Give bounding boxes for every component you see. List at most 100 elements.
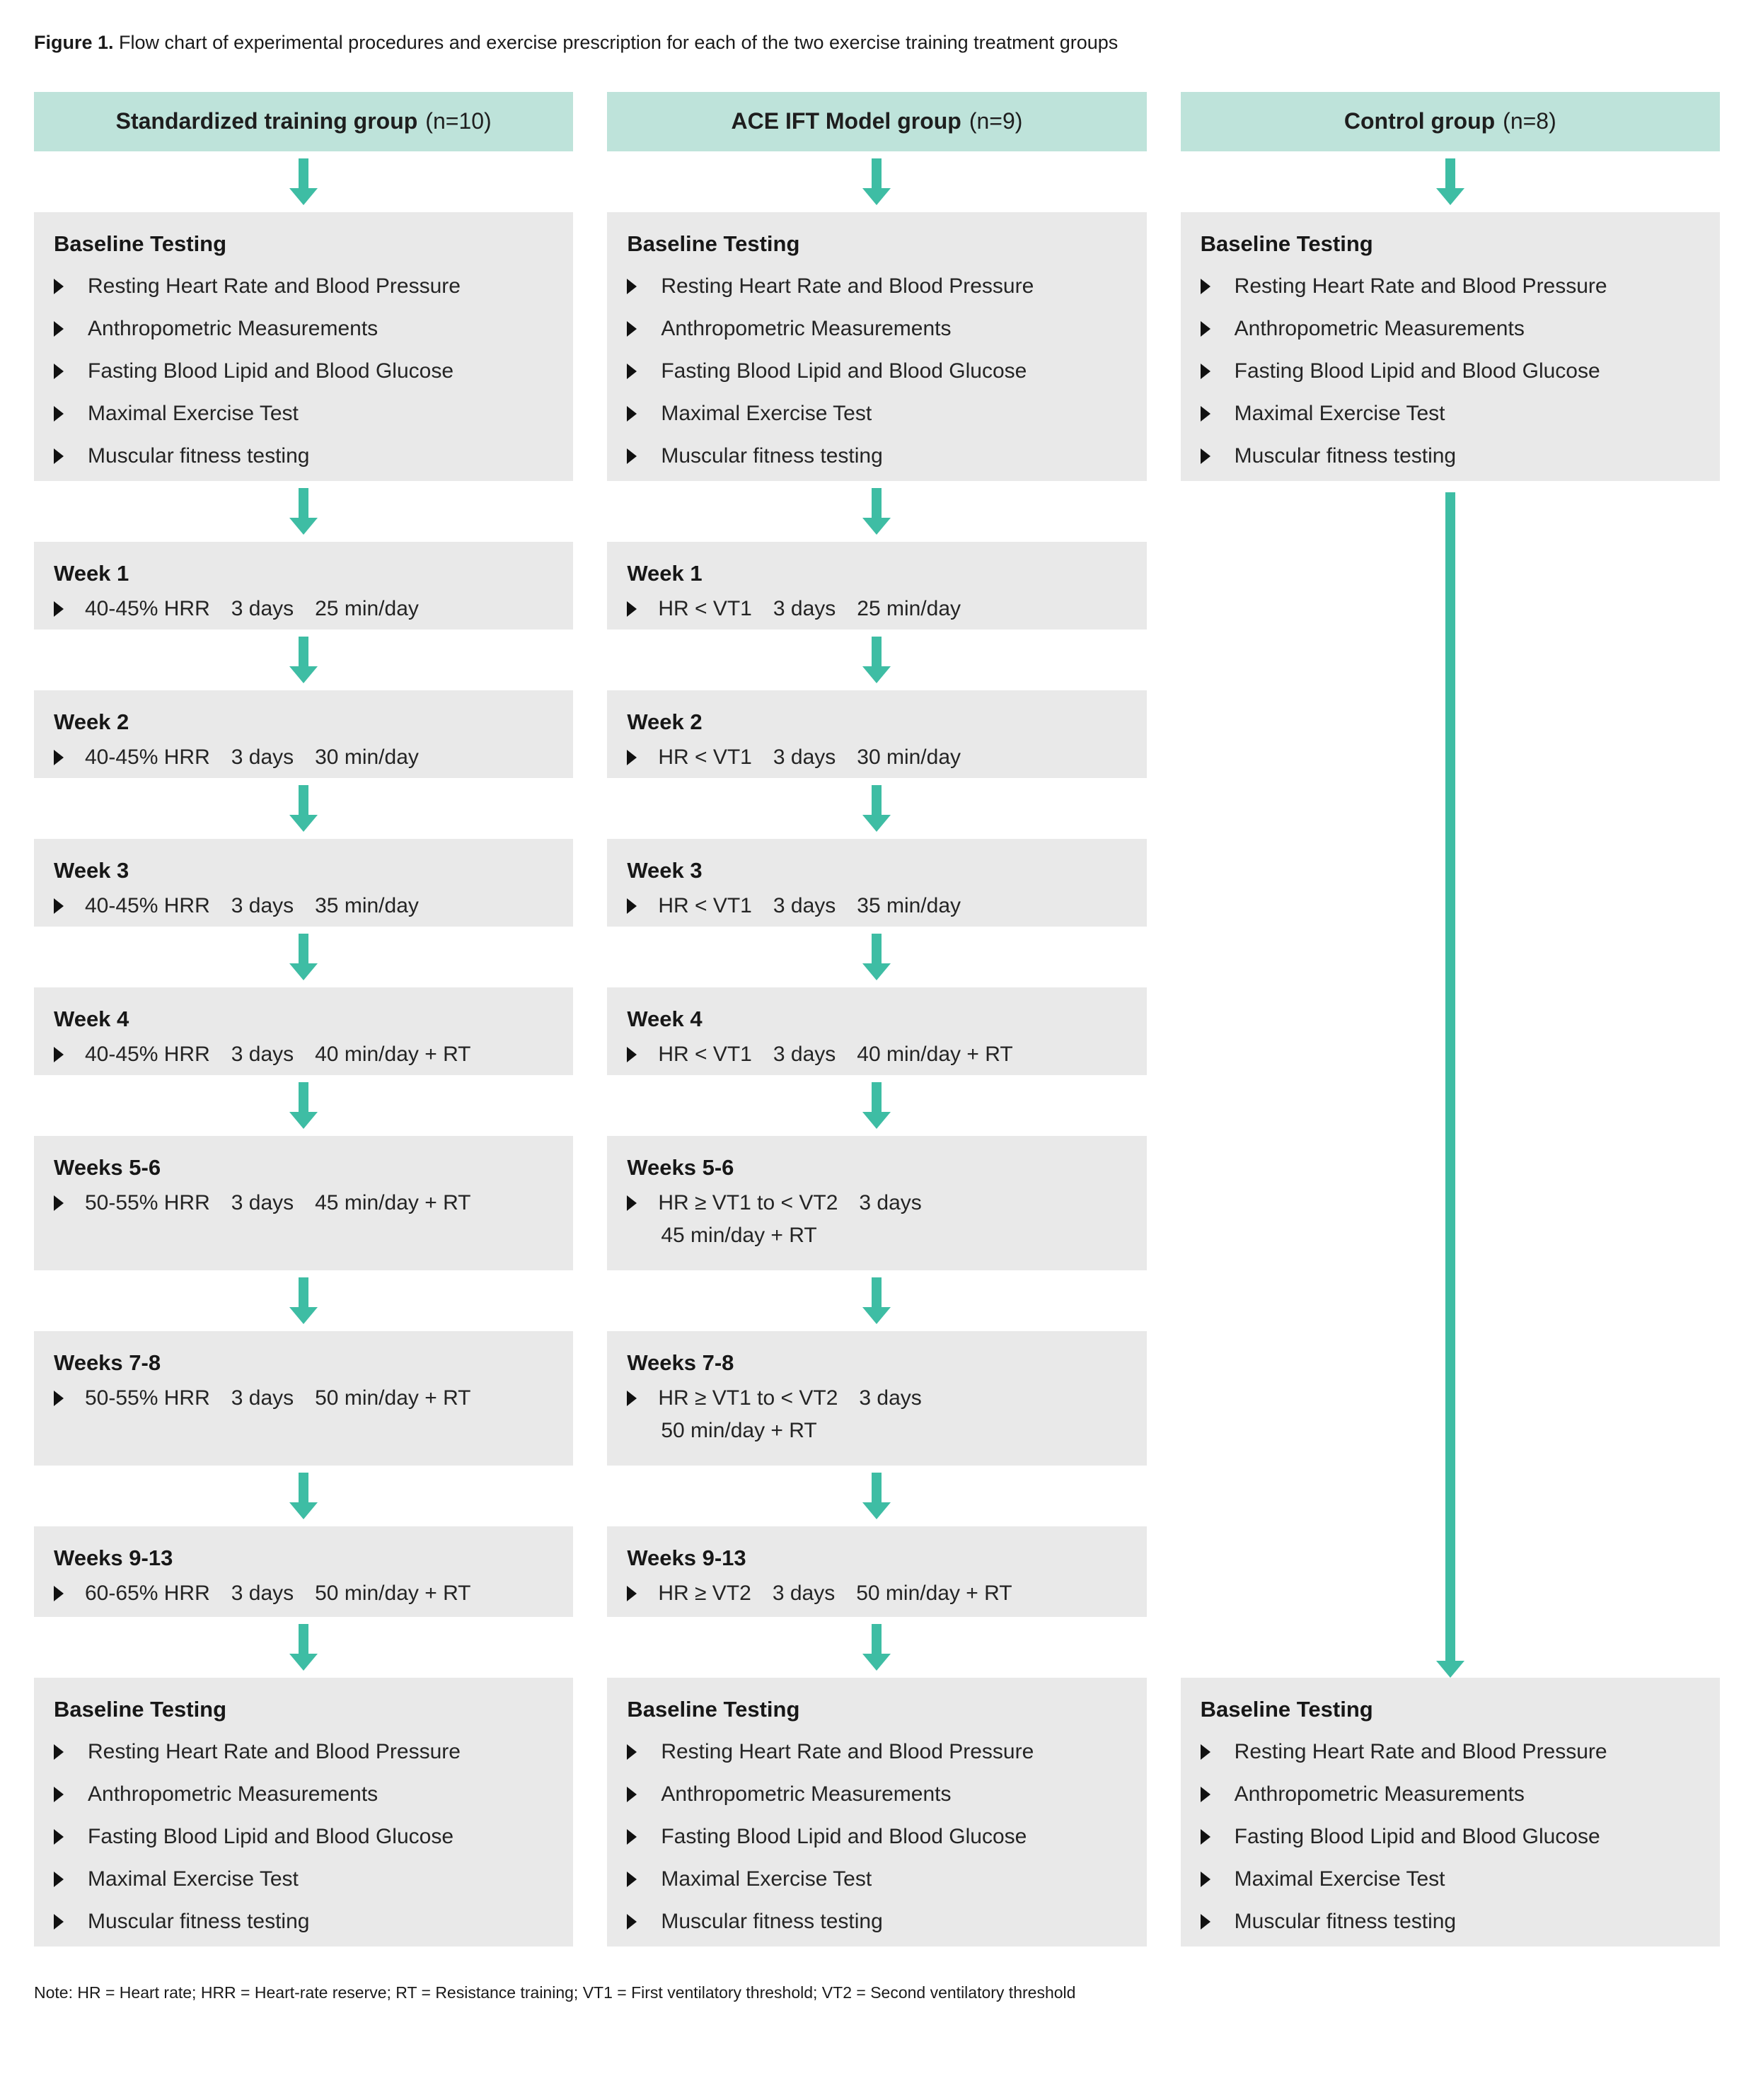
down-arrow-icon [289, 784, 318, 832]
bullet-triangle-icon [54, 1913, 64, 1930]
duration: 40 min/day + RT [857, 1042, 1013, 1066]
flow-arrow-cell [34, 1270, 573, 1331]
flow-arrow-cell [607, 927, 1146, 987]
box-title: Weeks 9-13 [54, 1545, 173, 1570]
down-arrow-icon [862, 784, 891, 832]
down-arrow-icon [289, 158, 318, 205]
baseline-testing-box: Baseline Testing Resting Heart Rate and … [607, 211, 1147, 481]
list-item: Fasting Blood Lipid and Blood Glucose [1200, 1824, 1700, 1850]
box-title: Baseline Testing [54, 231, 227, 256]
duration: 50 min/day + RT [315, 1386, 471, 1410]
bullet-triangle-icon [54, 1585, 64, 1601]
group-header-control: Control group (n=8) [1180, 91, 1720, 151]
figure-note: Note: HR = Heart rate; HRR = Heart-rate … [34, 1983, 1076, 2002]
group-header-standardized: Standardized training group (n=10) [34, 91, 574, 151]
frequency: 3 days [772, 1581, 836, 1605]
flow-arrow-cell [607, 481, 1146, 542]
list-item: Muscular fitness testing [627, 1909, 1126, 1934]
list-item-label: Anthropometric Measurements [1234, 316, 1525, 340]
bullet-triangle-icon [1200, 1828, 1210, 1845]
flow-arrow-cell [607, 778, 1146, 839]
bullet-triangle-icon [627, 1046, 637, 1062]
bullet-triangle-icon [54, 320, 64, 337]
intensity: HR < VT1 [658, 1042, 752, 1066]
bullet-triangle-icon [627, 448, 637, 464]
down-arrow-icon [862, 1277, 891, 1324]
group-n: (n=10) [425, 108, 492, 134]
flow-arrow-cell [34, 481, 573, 542]
list-item-label: Muscular fitness testing [88, 443, 310, 468]
intensity: 40-45% HRR [85, 596, 210, 620]
baseline-testing-box: Baseline Testing Resting Heart Rate and … [1180, 1677, 1720, 1947]
group-name: Standardized training group [115, 108, 418, 134]
figure-caption-text: Flow chart of experimental procedures an… [119, 32, 1119, 53]
list-item: Resting Heart Rate and Blood Pressure [627, 1739, 1126, 1765]
frequency: 3 days [231, 1386, 294, 1410]
figure-label: Figure 1. [34, 32, 114, 53]
list-item-label: Resting Heart Rate and Blood Pressure [661, 274, 1034, 298]
bullet-triangle-icon [627, 1871, 637, 1887]
bullet-triangle-icon [54, 1786, 64, 1802]
box-title: Weeks 9-13 [627, 1545, 746, 1570]
bullet-triangle-icon [1200, 278, 1210, 294]
down-arrow-icon [289, 933, 318, 980]
intensity: HR ≥ VT1 to < VT2 [658, 1386, 838, 1410]
box-title: Week 3 [54, 857, 129, 883]
list-item-label: Fasting Blood Lipid and Blood Glucose [1234, 1824, 1600, 1848]
flow-arrow-cell [34, 1075, 573, 1136]
frequency: 3 days [231, 893, 294, 917]
flow-arrow-cell [607, 630, 1146, 690]
duration: 45 min/day + RT [315, 1190, 471, 1214]
bullet-triangle-icon [54, 601, 64, 617]
bullet-triangle-icon [627, 1744, 637, 1760]
frequency: 3 days [859, 1386, 922, 1410]
list-item: Fasting Blood Lipid and Blood Glucose [54, 359, 553, 384]
baseline-testing-box: Baseline Testing Resting Heart Rate and … [607, 1677, 1147, 1947]
bullet-triangle-icon [627, 1195, 637, 1211]
flow-arrow-cell [34, 927, 573, 987]
list-item: Fasting Blood Lipid and Blood Glucose [1200, 359, 1700, 384]
list-item: Anthropometric Measurements [627, 316, 1126, 342]
bullet-triangle-icon [54, 898, 64, 914]
down-arrow-icon [862, 1623, 891, 1671]
list-item-label: Anthropometric Measurements [88, 316, 378, 340]
list-item: Anthropometric Measurements [54, 1782, 553, 1807]
box-title: Baseline Testing [54, 1696, 227, 1722]
intensity: HR < VT1 [658, 596, 752, 620]
down-arrow-icon [862, 636, 891, 683]
duration: 50 min/day + RT [315, 1581, 471, 1605]
frequency: 3 days [231, 745, 294, 769]
flow-arrow-cell [34, 151, 573, 212]
list-item: Muscular fitness testing [627, 443, 1126, 469]
figure-caption: Figure 1. Flow chart of experimental pro… [34, 31, 1717, 55]
list-item: Muscular fitness testing [1200, 1909, 1700, 1934]
intensity: 40-45% HRR [85, 745, 210, 769]
bullet-triangle-icon [627, 1828, 637, 1845]
bullet-triangle-icon [54, 1871, 64, 1887]
down-arrow-icon [289, 1081, 318, 1129]
list-item-label: Resting Heart Rate and Blood Pressure [88, 274, 461, 298]
bullet-triangle-icon [627, 363, 637, 379]
flow-arrow-cell [34, 1617, 573, 1678]
box-title: Weeks 5-6 [627, 1154, 734, 1180]
flow-arrow-cell [34, 1466, 573, 1526]
frequency: 3 days [773, 745, 836, 769]
list-item: Maximal Exercise Test [54, 401, 553, 427]
bullet-triangle-icon [627, 320, 637, 337]
list-item: Anthropometric Measurements [1200, 1782, 1700, 1807]
duration: 50 min/day + RT [856, 1581, 1012, 1605]
control-long-down-arrow-icon [1181, 481, 1720, 1678]
list-item-label: Fasting Blood Lipid and Blood Glucose [661, 1824, 1027, 1848]
list-item-label: Muscular fitness testing [88, 1909, 310, 1933]
down-arrow-icon [862, 1472, 891, 1519]
list-item-label: Muscular fitness testing [661, 1909, 883, 1933]
list-item: Resting Heart Rate and Blood Pressure [1200, 1739, 1700, 1765]
